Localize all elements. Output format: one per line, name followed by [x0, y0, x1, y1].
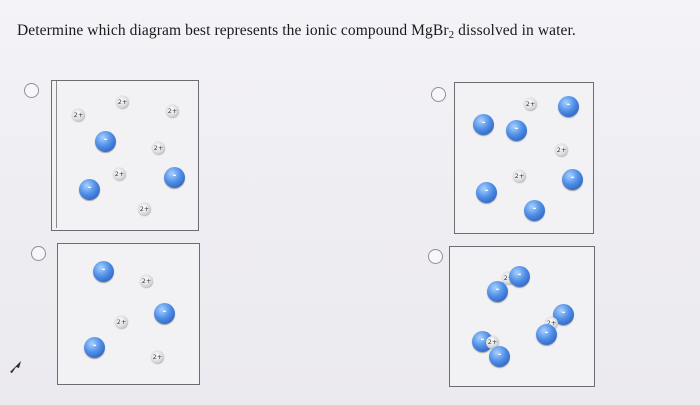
diagram-option-c[interactable]: - 2+ - 2+ - 2+: [57, 243, 200, 385]
cation-mg: 2+: [113, 168, 126, 181]
radio-option-c[interactable]: [31, 246, 46, 261]
radio-option-a[interactable]: [24, 83, 39, 98]
question-text: Determine which diagram best represents …: [17, 22, 576, 41]
anion-br: -: [93, 261, 114, 282]
anion-br: -: [473, 114, 494, 135]
cation-mg: 2+: [486, 336, 499, 349]
cation-mg: 2+: [115, 316, 128, 329]
diagram-option-d[interactable]: - 2+ - - 2+ - - 2+ -: [449, 246, 595, 387]
cation-mg: 2+: [152, 142, 165, 155]
cation-mg: 2+: [555, 144, 568, 157]
anion-br: -: [95, 131, 116, 152]
radio-option-d[interactable]: [428, 249, 443, 264]
anion-br: -: [509, 266, 530, 287]
anion-br: -: [489, 346, 510, 367]
question-prefix: Determine which diagram best represents …: [17, 22, 412, 39]
anion-br: -: [487, 281, 508, 302]
cation-mg: 2+: [524, 98, 537, 111]
anion-br: -: [164, 167, 185, 188]
cation-mg: 2+: [166, 105, 179, 118]
anion-br: -: [562, 169, 583, 190]
cation-mg: 2+: [513, 170, 526, 183]
cation-mg: 2+: [138, 203, 151, 216]
anion-br: -: [524, 200, 545, 221]
cation-mg: 2+: [151, 351, 164, 364]
anion-br: -: [506, 120, 527, 141]
anion-br: -: [476, 182, 497, 203]
anion-br: -: [79, 179, 100, 200]
anion-br: -: [536, 324, 557, 345]
cation-mg: 2+: [140, 275, 153, 288]
question-suffix: dissolved in water.: [454, 22, 576, 39]
cation-mg: 2+: [72, 109, 85, 122]
anion-br: -: [154, 303, 175, 324]
cation-mg: 2+: [116, 96, 129, 109]
anion-br: -: [558, 96, 579, 117]
radio-option-b[interactable]: [431, 87, 446, 102]
mouse-cursor-icon: [10, 361, 21, 373]
formula: MgBr2: [411, 22, 455, 41]
anion-br: -: [84, 337, 105, 358]
anion-br: -: [553, 304, 574, 325]
diagram-option-a[interactable]: 2+ 2+ 2+ - 2+ 2+ - - 2+: [51, 80, 199, 231]
diagram-option-b[interactable]: 2+ - - - 2+ 2+ - - -: [454, 82, 594, 234]
